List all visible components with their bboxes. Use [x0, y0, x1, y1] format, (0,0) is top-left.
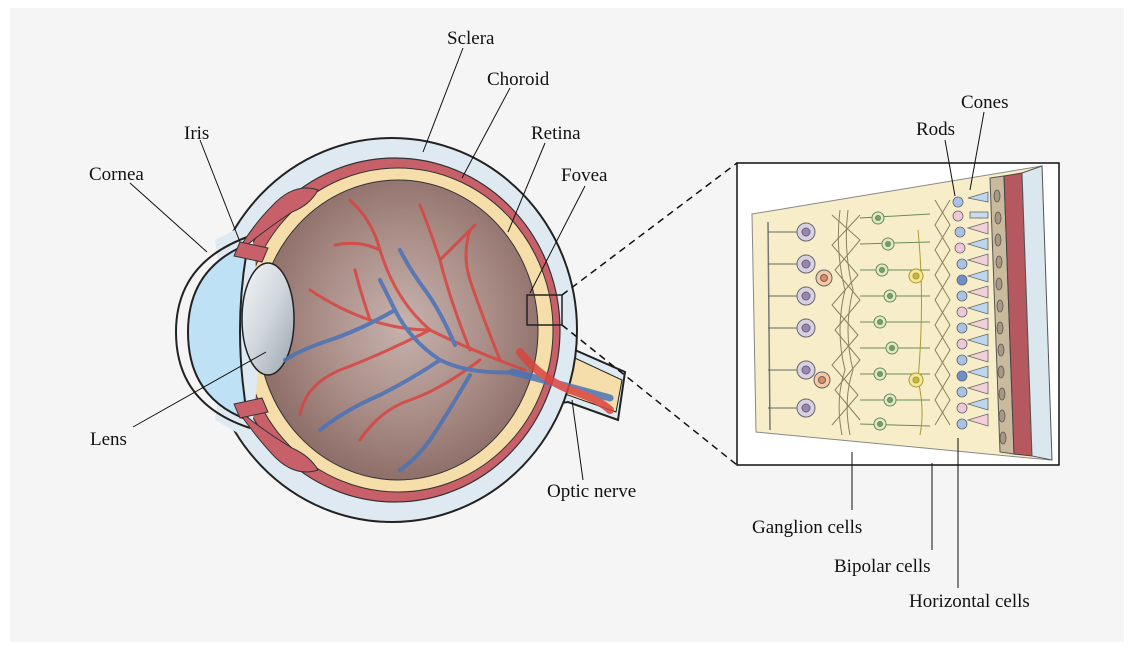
label-lens: Lens — [90, 429, 127, 450]
label-fovea: Fovea — [561, 165, 608, 186]
eyeball — [176, 138, 625, 522]
label-bipolar-cells: Bipolar cells — [834, 556, 931, 577]
label-retina: Retina — [531, 123, 581, 144]
label-ganglion-cells: Ganglion cells — [752, 517, 862, 538]
vitreous-body — [258, 180, 538, 480]
retina-inset — [737, 163, 1059, 465]
leader-iris — [200, 140, 240, 242]
label-iris: Iris — [184, 123, 209, 144]
zoom-connectors — [562, 163, 737, 465]
leader-cornea — [130, 183, 207, 252]
label-choroid: Choroid — [487, 69, 550, 90]
label-optic-nerve: Optic nerve — [547, 481, 636, 502]
leader-optic-nerve — [572, 400, 583, 480]
label-sclera: Sclera — [447, 28, 495, 49]
label-rods: Rods — [916, 119, 955, 140]
leader-sclera — [423, 48, 463, 152]
label-horizontal-cells: Horizontal cells — [909, 591, 1030, 612]
label-cornea: Cornea — [89, 164, 144, 185]
label-cones: Cones — [961, 92, 1009, 113]
